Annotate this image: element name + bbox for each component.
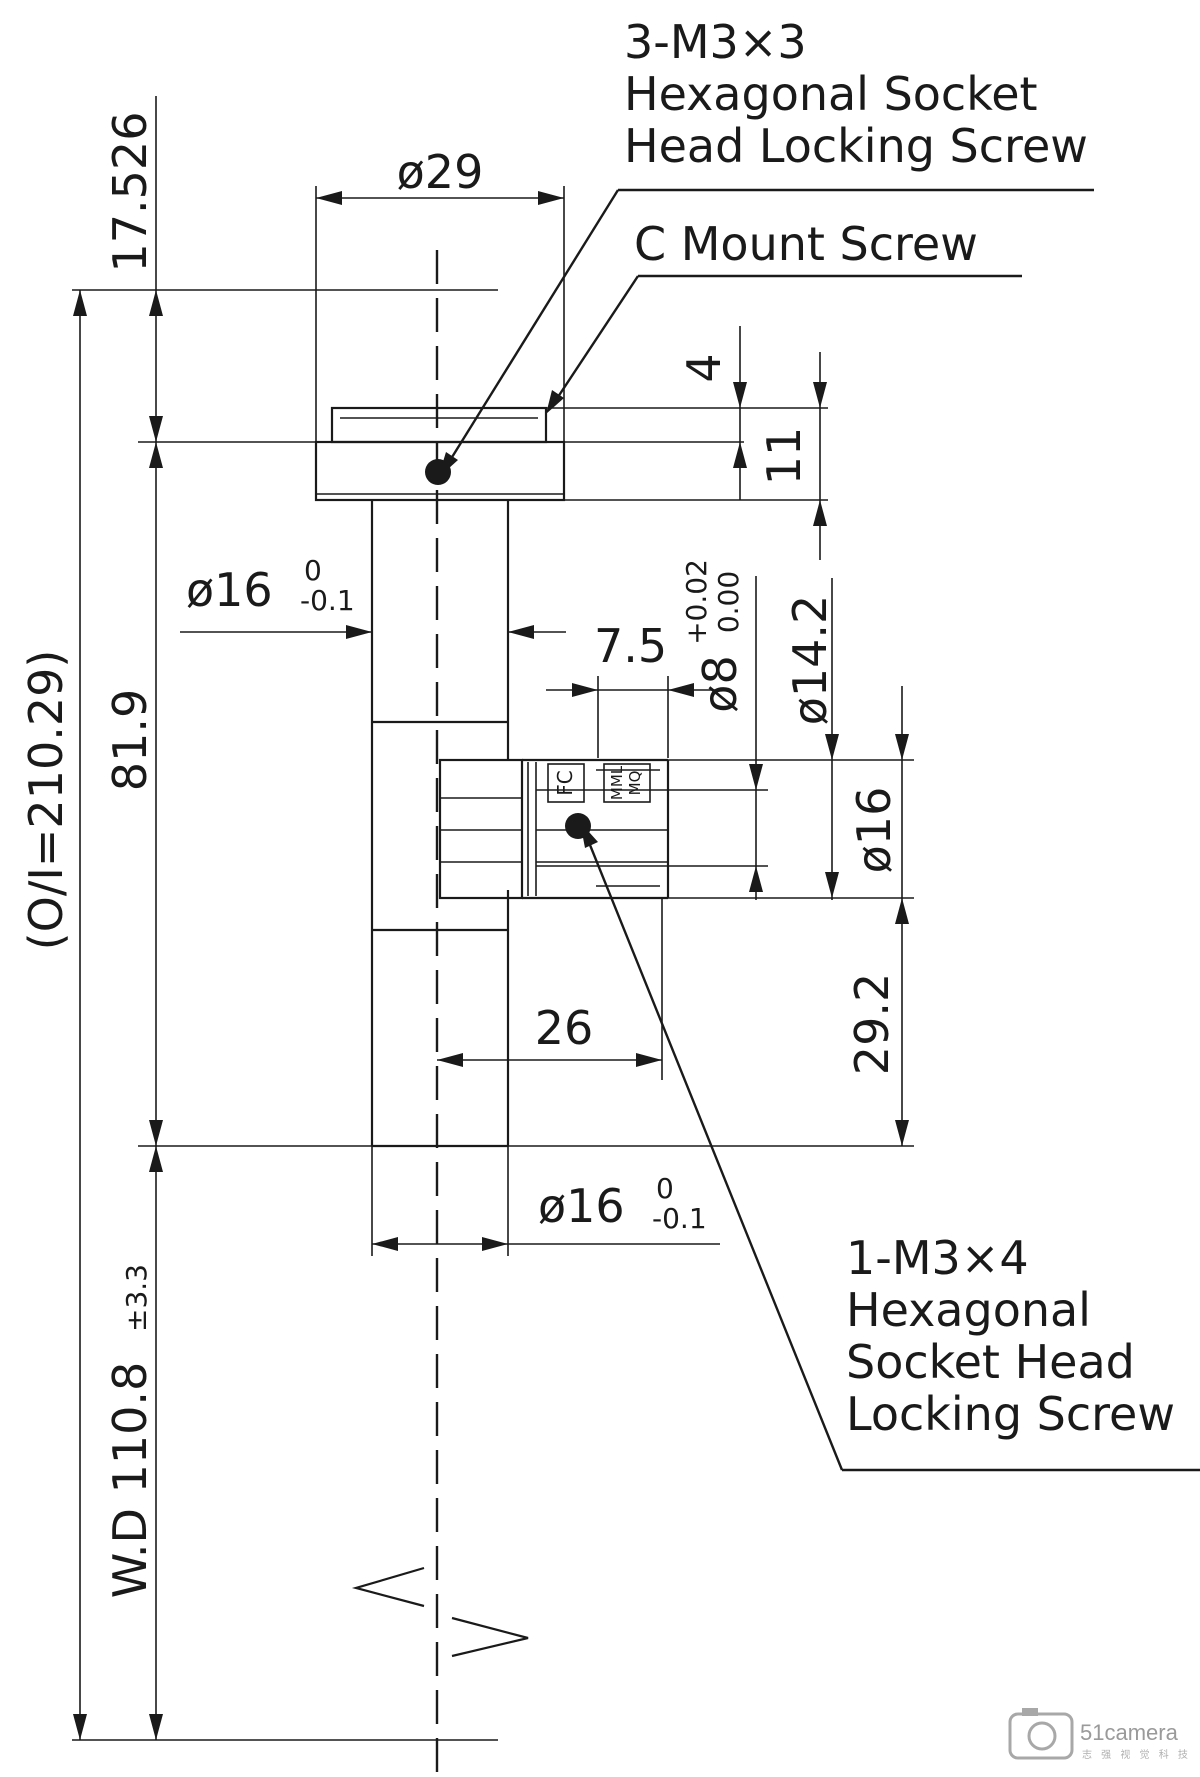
fc-label: FC xyxy=(553,770,577,795)
flange-ring xyxy=(314,440,566,502)
callout-top-screw-line1: 3-M3×3 xyxy=(624,15,807,69)
dim-oi: (O/I=210.29) xyxy=(19,650,73,951)
dim-wd-tol: ±3.3 xyxy=(120,1264,153,1332)
dim-17-526: 17.526 xyxy=(103,112,157,273)
dim-d16-side: ø16 xyxy=(847,787,901,874)
break-mark-right xyxy=(451,1616,529,1658)
callout-c-mount: C Mount Screw xyxy=(634,217,978,271)
dim-d16-bottom-tol-lower: -0.1 xyxy=(652,1202,707,1235)
callout-side-screw-line3: Socket Head xyxy=(846,1335,1135,1389)
dim-26: 26 xyxy=(535,1001,594,1055)
dim-d8-tol-upper: +0.02 xyxy=(680,559,713,645)
dim-d16-top: ø16 xyxy=(186,563,273,617)
callout-side-screw-line2: Hexagonal xyxy=(846,1283,1091,1337)
dim-d16-bottom: ø16 xyxy=(538,1179,625,1233)
mml-label: MML xyxy=(608,765,626,800)
dim-d29: ø29 xyxy=(397,145,484,199)
extension-lines xyxy=(72,96,914,1741)
dim-d16-top-tol-upper: 0 xyxy=(304,554,322,587)
dim-d8: ø8 xyxy=(693,655,747,712)
break-mark-left xyxy=(351,1566,425,1608)
callout-top-screw-line2: Hexagonal Socket xyxy=(624,67,1038,121)
dim-d16-bottom-tol-upper: 0 xyxy=(656,1172,674,1205)
dim-d8-tol-lower: 0.00 xyxy=(712,571,745,633)
c-mount-thread xyxy=(330,406,548,444)
dimension-lines xyxy=(73,191,909,1740)
callout-side-screw-line1: 1-M3×4 xyxy=(846,1231,1029,1285)
dim-d14-2: ø14.2 xyxy=(783,595,837,726)
dim-7-5: 7.5 xyxy=(594,619,667,673)
mml-mark xyxy=(603,763,651,803)
watermark-sub: 志 强 视 觉 科 技 xyxy=(1082,1748,1191,1761)
callout-top-screw: 3-M3×3 Hexagonal Socket Head Locking Scr… xyxy=(624,15,1088,173)
dim-wd: W.D 110.8 xyxy=(103,1362,157,1599)
dim-81-9: 81.9 xyxy=(103,689,157,791)
dim-d16-top-tol-lower: -0.1 xyxy=(300,584,355,617)
side-port: FC MML MQ xyxy=(438,758,670,900)
lens-body: FC MML MQ xyxy=(314,406,670,1658)
watermark: 51camera 志 强 视 觉 科 技 xyxy=(1008,1708,1191,1761)
watermark-brand: 51camera xyxy=(1080,1720,1179,1745)
dimension-labels: ø29 17.526 4 11 ø16 0 -0.1 7.5 ø8 +0.02 … xyxy=(19,112,901,1599)
callout-side-screw-line4: Locking Screw xyxy=(846,1387,1175,1441)
mq-label: MQ xyxy=(626,771,644,796)
callout-side-screw: 1-M3×4 Hexagonal Socket Head Locking Scr… xyxy=(846,1231,1175,1441)
fc-mark xyxy=(547,763,585,803)
camera-logo-icon xyxy=(1008,1708,1074,1760)
callout-top-screw-line3: Head Locking Screw xyxy=(624,119,1088,173)
dim-11: 11 xyxy=(757,427,811,486)
callout-leaders xyxy=(438,188,1200,1472)
dim-4: 4 xyxy=(677,353,731,382)
dim-29-2: 29.2 xyxy=(845,973,899,1075)
